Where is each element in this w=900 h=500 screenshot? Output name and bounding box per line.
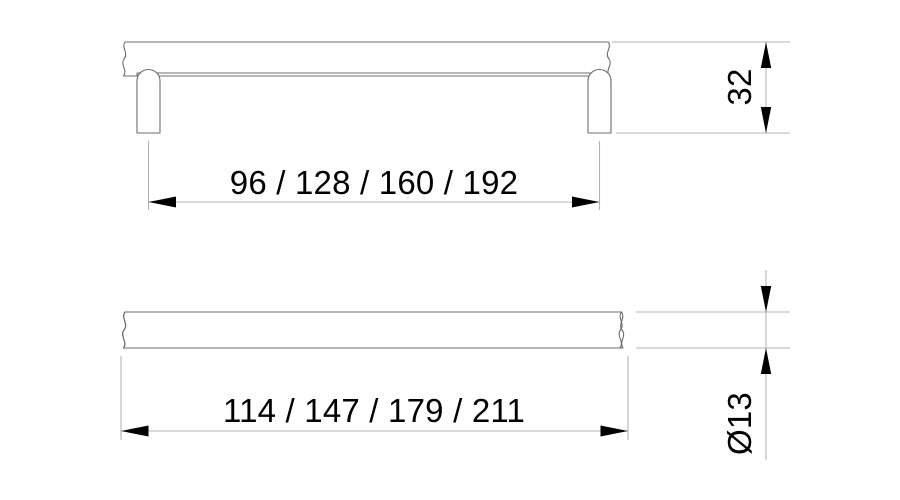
left-break-line-plan bbox=[122, 311, 127, 349]
right-mounting-leg bbox=[587, 68, 612, 134]
arrow-head-diameter-bottom bbox=[760, 348, 772, 374]
height-value: 32 bbox=[721, 68, 758, 105]
diameter-value: Ø13 bbox=[721, 392, 758, 455]
handle-bar-front-outline bbox=[122, 41, 611, 77]
overall-length-dimension: 114 / 147 / 179 / 211 bbox=[120, 356, 629, 440]
diameter-dimension: Ø13 bbox=[636, 270, 790, 460]
arrow-head-top bbox=[760, 42, 772, 68]
arrow-head-right bbox=[572, 196, 600, 208]
arrow-head-plan-left bbox=[121, 425, 149, 437]
plan-view: 114 / 147 / 179 / 211 Ø13 bbox=[120, 270, 790, 460]
arrow-head-plan-right bbox=[600, 425, 628, 437]
left-mounting-leg bbox=[136, 68, 161, 134]
arrow-head-diameter-top bbox=[760, 286, 772, 312]
height-dimension: 32 bbox=[612, 41, 790, 134]
center-distance-value: 96 / 128 / 160 / 192 bbox=[230, 164, 518, 201]
front-elevation-view: 96 / 128 / 160 / 192 32 bbox=[122, 41, 790, 210]
handle-bar-plan-outline bbox=[122, 311, 625, 349]
right-break-line-plan bbox=[618, 311, 623, 349]
center-to-center-dimension: 96 / 128 / 160 / 192 bbox=[147, 141, 601, 210]
arrow-head-left bbox=[148, 196, 176, 208]
overall-length-value: 114 / 147 / 179 / 211 bbox=[223, 392, 525, 429]
arrow-head-bottom bbox=[760, 107, 772, 133]
